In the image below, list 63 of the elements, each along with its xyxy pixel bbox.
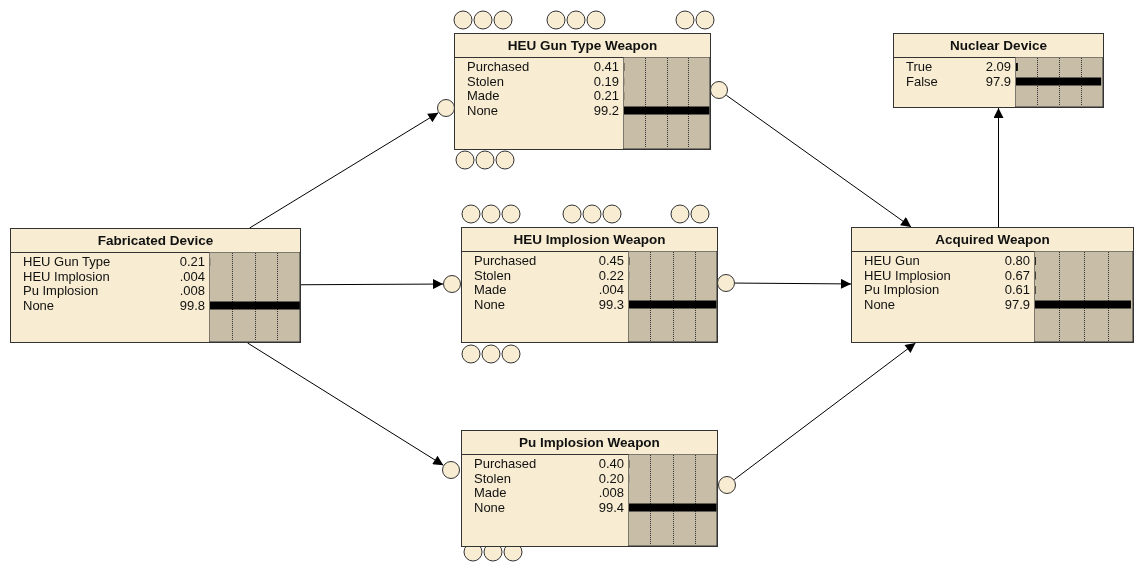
probability-value: 0.22: [598, 268, 624, 283]
state-label: None: [23, 298, 55, 313]
arrow: [300, 279, 444, 290]
state-label: False: [906, 74, 938, 89]
probability-value: 0.41: [593, 60, 619, 74]
state-label: Pu Implosion: [23, 284, 99, 298]
probability-value: 99.8: [179, 298, 205, 313]
state-label: None: [467, 103, 499, 118]
probability-value: .008: [598, 486, 624, 500]
probability-value: 99.3: [598, 297, 624, 312]
probability-value: 97.9: [985, 74, 1011, 89]
state-label: None: [864, 297, 896, 312]
state-label: Made: [474, 283, 507, 297]
state-label: None: [474, 500, 506, 515]
link-circle: [718, 476, 736, 494]
probability-value: .008: [179, 284, 205, 298]
node-box: [461, 227, 718, 343]
node-box: [461, 430, 718, 547]
link-circle: [437, 99, 455, 117]
probability-value: 0.40: [598, 457, 624, 471]
link-circle: [443, 275, 461, 293]
state-label: True: [906, 60, 933, 74]
probability-value: 2.09: [985, 60, 1011, 74]
state-label: HEU Gun Type: [23, 255, 111, 269]
node-box: [10, 228, 301, 343]
probability-value: 0.61: [1004, 283, 1030, 297]
probability-value: .004: [179, 269, 205, 284]
node-box: [893, 33, 1104, 108]
state-label: Pu Implosion: [864, 283, 940, 297]
arrow: [247, 342, 444, 466]
arrow: [249, 112, 439, 229]
probability-value: 0.19: [593, 74, 619, 89]
state-label: HEU Gun: [864, 254, 920, 268]
state-label: Purchased: [467, 60, 530, 74]
probability-value: 99.4: [598, 500, 624, 515]
state-label: Made: [467, 89, 500, 103]
arrow: [725, 94, 912, 228]
probability-value: .004: [598, 283, 624, 297]
probability-value: 99.2: [593, 103, 619, 118]
state-label: Stolen: [474, 268, 511, 283]
node-box: [454, 33, 711, 150]
arrow: [733, 342, 916, 481]
arrow: [993, 107, 1004, 228]
link-circle: [710, 81, 728, 99]
state-label: Stolen: [467, 74, 504, 89]
link-circle: [442, 461, 460, 479]
link-circle: [717, 274, 735, 292]
probability-value: 0.21: [179, 255, 205, 269]
node-box: [851, 227, 1134, 343]
state-label: Stolen: [474, 471, 511, 486]
arrow: [734, 278, 852, 289]
state-label: None: [474, 297, 506, 312]
state-label: Purchased: [474, 254, 537, 268]
state-label: Made: [474, 486, 507, 500]
state-label: Purchased: [474, 457, 537, 471]
probability-value: 0.45: [598, 254, 624, 268]
probability-value: 0.67: [1004, 268, 1030, 283]
state-label: HEU Implosion: [864, 268, 951, 283]
probability-value: 97.9: [1004, 297, 1030, 312]
probability-value: 0.80: [1004, 254, 1030, 268]
state-label: HEU Implosion: [23, 269, 110, 284]
probability-value: 0.20: [598, 471, 624, 486]
probability-value: 0.21: [593, 89, 619, 103]
